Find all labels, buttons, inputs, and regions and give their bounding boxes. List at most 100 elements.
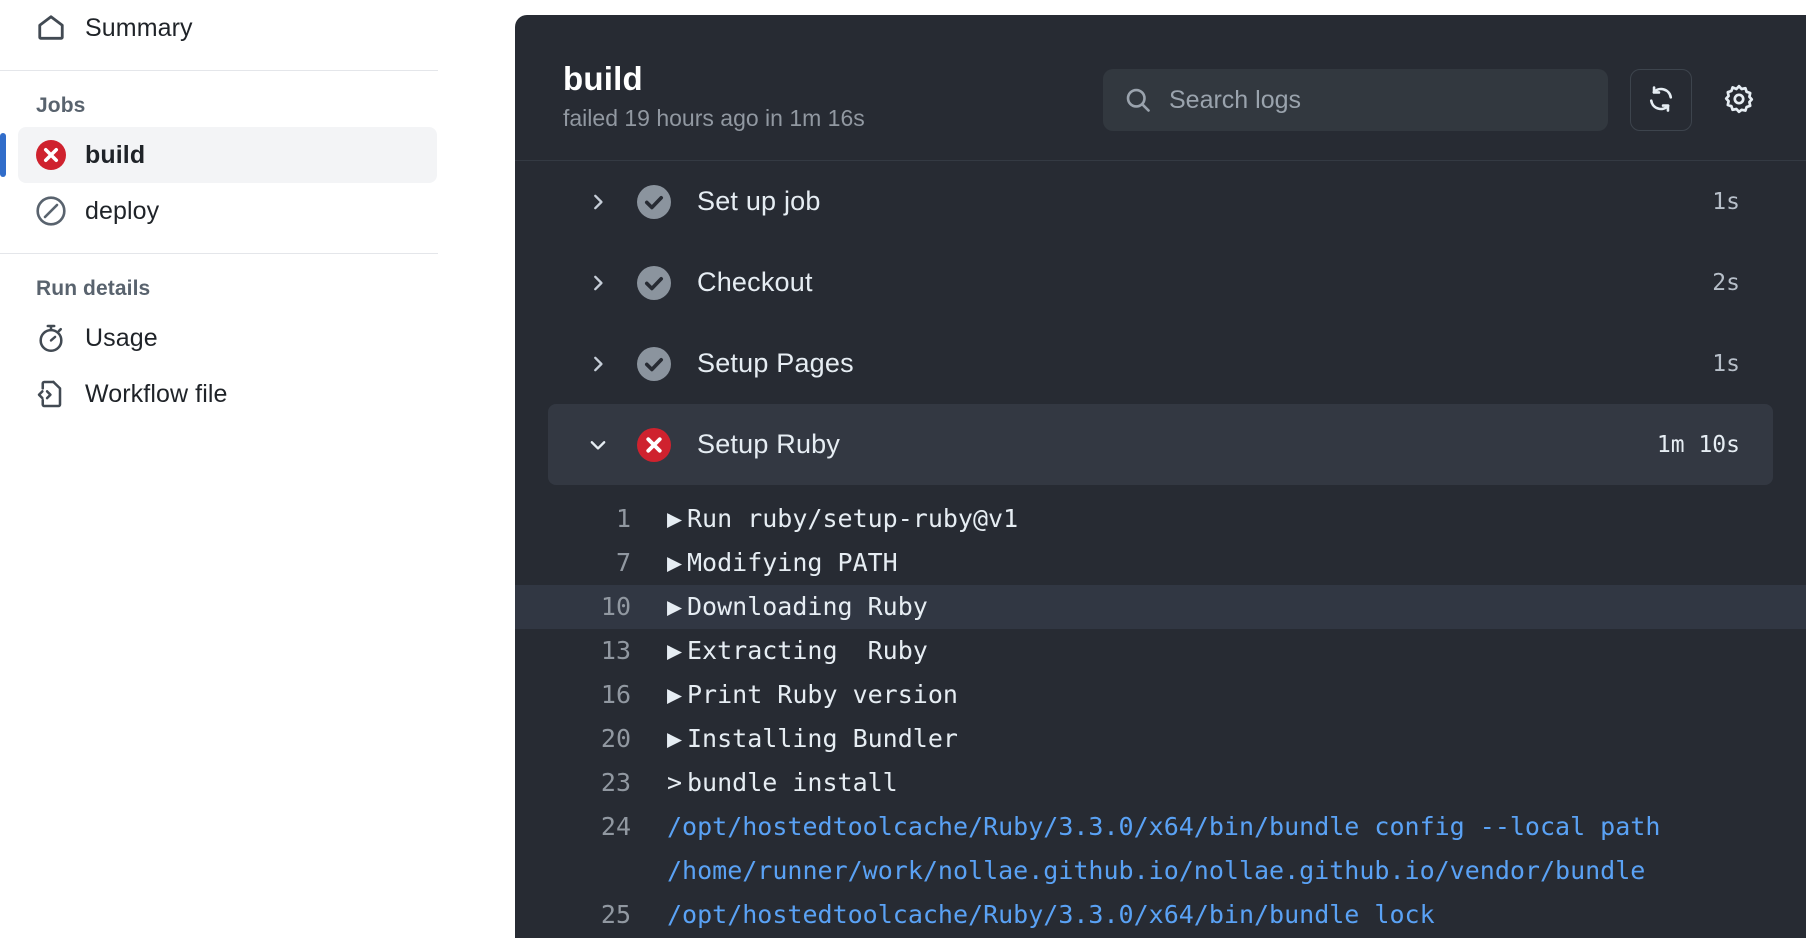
chevron-right-icon[interactable] <box>581 353 615 375</box>
check-circle-fill-icon <box>637 265 671 300</box>
home-icon <box>36 13 66 43</box>
stopwatch-icon <box>36 323 66 353</box>
skip-circle-icon <box>36 196 66 226</box>
check-circle-fill-icon <box>637 346 671 381</box>
step-name: Setup Pages <box>697 348 854 378</box>
step-row[interactable]: Setup Ruby 1m 10s <box>548 404 1773 485</box>
sidebar-divider-1 <box>0 70 438 71</box>
log-line-continuation[interactable]: /home/runner/work/nollae.github.io/nolla… <box>515 849 1806 893</box>
sidebar-item-label: Workflow file <box>85 379 228 408</box>
line-text: /opt/hostedtoolcache/Ruby/3.3.0/x64/bin/… <box>667 900 1435 929</box>
line-text: Downloading Ruby <box>687 592 928 621</box>
sidebar-item-job-build[interactable]: build <box>0 127 437 183</box>
line-content[interactable]: ▶Extracting Ruby <box>631 631 928 671</box>
step-duration: 1m 10s <box>1656 431 1740 458</box>
command-prompt-marker: > <box>667 768 698 797</box>
line-number: 13 <box>600 636 631 665</box>
step-row[interactable]: Checkout 2s <box>548 242 1773 323</box>
step-name: Set up job <box>697 186 821 216</box>
collapsed-group-triangle-icon[interactable]: ▶ <box>667 680 683 709</box>
x-circle-fill-icon <box>637 427 671 462</box>
log-panel-header: build failed 19 hours ago in 1m 16s Sear… <box>515 15 1806 161</box>
chevron-right-icon[interactable] <box>581 191 615 213</box>
step-row[interactable]: Setup Pages 1s <box>548 323 1773 404</box>
log-header-titles: build failed 19 hours ago in 1m 16s <box>563 55 1103 132</box>
line-content[interactable]: > bundle install <box>631 763 898 803</box>
collapsed-group-triangle-icon[interactable]: ▶ <box>667 636 683 665</box>
line-number: 10 <box>600 592 631 621</box>
log-line[interactable]: 16 ▶Print Ruby version <box>515 673 1806 717</box>
sidebar-item-label: Usage <box>85 323 158 352</box>
sidebar-item-label: build <box>85 140 146 169</box>
search-icon <box>1123 85 1153 115</box>
log-line[interactable]: 23 > bundle install <box>515 761 1806 805</box>
sidebar-item-summary[interactable]: Summary <box>18 0 437 56</box>
x-circle-fill-icon <box>36 140 66 170</box>
line-content[interactable]: ▶Modifying PATH <box>631 543 898 583</box>
steps-list: Set up job 1s Checkout 2s <box>515 161 1806 485</box>
log-line[interactable]: 13 ▶Extracting Ruby <box>515 629 1806 673</box>
sidebar-group-jobs-title: Jobs <box>36 94 86 117</box>
log-panel: build failed 19 hours ago in 1m 16s Sear… <box>515 15 1806 938</box>
log-line[interactable]: 7 ▶Modifying PATH <box>515 541 1806 585</box>
search-logs-box[interactable]: Search logs <box>1103 69 1608 131</box>
line-number: 20 <box>600 724 631 753</box>
sidebar-divider-2 <box>0 253 438 254</box>
gear-icon <box>1723 83 1755 118</box>
refresh-icon <box>1646 84 1676 117</box>
line-text: Extracting Ruby <box>687 636 928 665</box>
line-number: 7 <box>615 548 631 577</box>
jobs-list: build deploy <box>0 127 455 239</box>
line-text: /opt/hostedtoolcache/Ruby/3.3.0/x64/bin/… <box>667 812 1661 841</box>
page-title: build <box>563 60 643 97</box>
summary-section: Summary <box>0 0 455 56</box>
sidebar-item-usage[interactable]: Usage <box>18 310 437 366</box>
step-name: Checkout <box>697 267 813 297</box>
log-settings-button[interactable] <box>1708 69 1770 131</box>
collapsed-group-triangle-icon[interactable]: ▶ <box>667 592 683 621</box>
line-number: 23 <box>600 768 631 797</box>
line-text: Run ruby/setup-ruby@v1 <box>687 504 1019 533</box>
search-input[interactable]: Search logs <box>1169 85 1302 114</box>
step-duration: 1s <box>1712 350 1740 377</box>
line-content[interactable]: ▶Installing Bundler <box>631 719 958 759</box>
sidebar-item-label: deploy <box>85 196 160 225</box>
log-line[interactable]: 25 /opt/hostedtoolcache/Ruby/3.3.0/x64/b… <box>515 893 1806 937</box>
chevron-down-icon[interactable] <box>581 434 615 456</box>
log-output[interactable]: 1 ▶Run ruby/setup-ruby@v1 7 ▶Modifying P… <box>515 485 1806 937</box>
step-duration: 2s <box>1712 269 1740 296</box>
run-details-list: Usage Workflow file <box>0 310 455 422</box>
line-text: bundle install <box>687 768 898 797</box>
step-name: Setup Ruby <box>697 429 841 459</box>
line-number: 16 <box>600 680 631 709</box>
file-code-icon <box>36 379 66 409</box>
refresh-logs-button[interactable] <box>1630 69 1692 131</box>
line-content[interactable]: ▶Downloading Ruby <box>631 587 928 627</box>
collapsed-group-triangle-icon[interactable]: ▶ <box>667 548 683 577</box>
collapsed-group-triangle-icon[interactable]: ▶ <box>667 724 683 753</box>
sidebar-item-job-deploy[interactable]: deploy <box>18 183 437 239</box>
run-sidebar: Summary Jobs build <box>0 0 455 938</box>
line-number: 1 <box>615 504 631 533</box>
chevron-right-icon[interactable] <box>581 272 615 294</box>
sidebar-item-workflow-file[interactable]: Workflow file <box>18 366 437 422</box>
log-header-actions: Search logs <box>1103 55 1770 131</box>
log-line[interactable]: 1 ▶Run ruby/setup-ruby@v1 <box>515 497 1806 541</box>
line-text: /home/runner/work/nollae.github.io/nolla… <box>667 856 1646 885</box>
log-line[interactable]: 24 /opt/hostedtoolcache/Ruby/3.3.0/x64/b… <box>515 805 1806 849</box>
line-content[interactable]: ▶Run ruby/setup-ruby@v1 <box>631 499 1018 539</box>
log-line[interactable]: 20 ▶Installing Bundler <box>515 717 1806 761</box>
line-content[interactable]: ▶Print Ruby version <box>631 675 958 715</box>
sidebar-item-label: Summary <box>85 13 193 42</box>
run-status-subtitle: failed 19 hours ago in 1m 16s <box>563 105 865 132</box>
check-circle-fill-icon <box>637 184 671 219</box>
step-row[interactable]: Set up job 1s <box>548 161 1773 242</box>
sidebar-group-run-details-title: Run details <box>36 277 151 300</box>
selection-indicator <box>0 133 6 177</box>
collapsed-group-triangle-icon[interactable]: ▶ <box>667 504 683 533</box>
line-number: 24 <box>600 812 631 841</box>
log-line[interactable]: 10 ▶Downloading Ruby <box>515 585 1806 629</box>
line-number: 25 <box>600 900 631 929</box>
step-duration: 1s <box>1712 188 1740 215</box>
